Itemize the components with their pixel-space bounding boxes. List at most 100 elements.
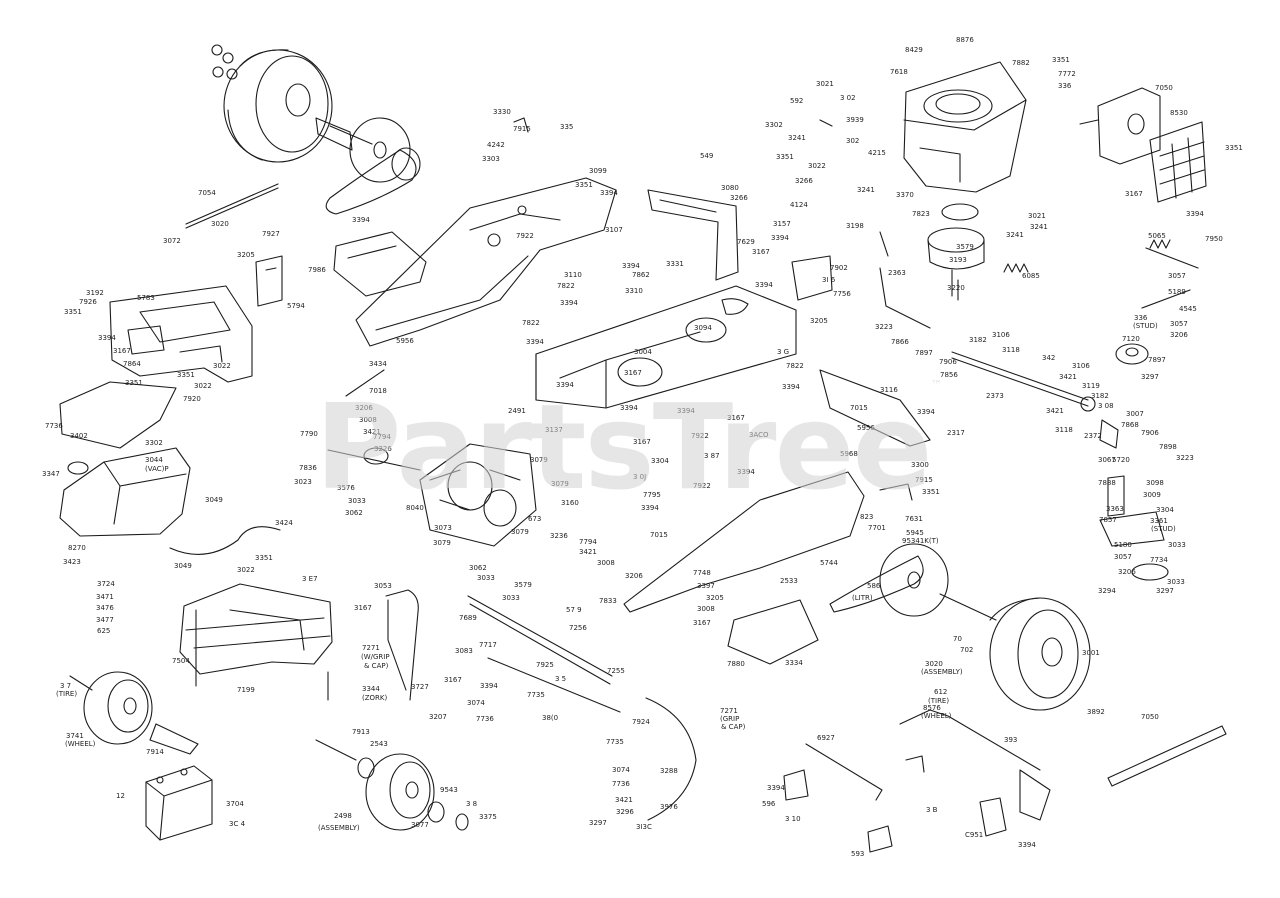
steering-rod-3198 <box>879 231 889 257</box>
callout-label: (TIRE) <box>928 697 949 705</box>
main-deck-2491 <box>535 285 797 409</box>
callout-label: 3137 <box>545 426 563 434</box>
callout-label: 7255 <box>607 667 625 675</box>
callout-label: 3241 <box>1030 223 1048 231</box>
callout-label: 3079 <box>551 480 569 488</box>
callout-label: 3236 <box>550 532 568 540</box>
callout-label: 3423 <box>63 558 81 566</box>
transaxle <box>327 369 537 547</box>
grip-cable-7271 <box>645 697 697 821</box>
side-frame-5956 <box>355 177 617 347</box>
fuel-line-3424 <box>169 526 281 555</box>
callout-label: 7920 <box>183 395 201 403</box>
callout-label: 4242 <box>487 141 505 149</box>
callout-label: 3106 <box>992 331 1010 339</box>
muffler-7050 <box>1079 87 1161 165</box>
shaft-7256 <box>467 595 613 685</box>
callout-label: 549 <box>700 152 713 160</box>
callout-label: 3192 <box>86 289 104 297</box>
callout-label: 3579 <box>514 581 532 589</box>
callout-label: 3297 <box>1156 587 1174 595</box>
callout-label: 3079 <box>433 539 451 547</box>
callout-label: 7736 <box>612 780 630 788</box>
callout-label: 3300 <box>911 461 929 469</box>
callout-label: 3394 <box>620 404 638 412</box>
callout-label: 5794 <box>287 302 305 310</box>
callout-label: 3939 <box>846 116 864 124</box>
callout-label: 7015 <box>650 531 668 539</box>
callout-label: 3394 <box>560 299 578 307</box>
callout-label: 3476 <box>96 604 114 612</box>
callout-label: 3303 <box>482 155 500 163</box>
engine <box>903 61 1027 297</box>
callout-label: 3394 <box>737 468 755 476</box>
callout-label: 3241 <box>788 134 806 142</box>
callout-label: 7794 <box>373 433 391 441</box>
callout-label: 3351 <box>177 371 195 379</box>
rear-wheel-bottom <box>315 739 469 831</box>
callout-label: 7836 <box>299 464 317 472</box>
callout-label: 3206 <box>625 572 643 580</box>
fuel-tank-3044 <box>59 447 191 537</box>
callout-label: 5065 <box>1148 232 1166 240</box>
callout-label: 8040 <box>406 504 424 512</box>
callout-label: 7926 <box>79 298 97 306</box>
callout-label: 7689 <box>459 614 477 622</box>
callout-label: 3344 <box>362 685 380 693</box>
callout-label: 7822 <box>786 362 804 370</box>
callout-label: 5744 <box>820 559 838 567</box>
callout-label: 7748 <box>693 569 711 577</box>
callout-label: 7018 <box>369 387 387 395</box>
callout-label: 3206 <box>1170 331 1188 339</box>
callout-label: 3009 <box>1143 491 1161 499</box>
wheel-hub-7734 <box>1131 563 1169 581</box>
callout-label: 3022 <box>213 362 231 370</box>
callout-label: 3167 <box>693 619 711 627</box>
callout-label: 7823 <box>912 210 930 218</box>
callout-label: 3394 <box>98 334 116 342</box>
callout-label: 3394 <box>782 383 800 391</box>
callout-label: 3167 <box>444 676 462 684</box>
callout-label: 7822 <box>557 282 575 290</box>
callout-label: 3394 <box>600 189 618 197</box>
battery-12 <box>145 765 213 841</box>
callout-label: 3094 <box>694 324 712 332</box>
callout-label: (VAC)P <box>145 465 169 473</box>
callout-label: 3 G <box>777 348 789 356</box>
callout-label: 3ACO <box>749 431 769 439</box>
callout-label: 7736 <box>45 422 63 430</box>
callout-label: 7199 <box>237 686 255 694</box>
callout-label: 3 02 <box>840 94 856 102</box>
callout-label: C951 <box>965 831 983 839</box>
callout-label: (WHEEL) <box>65 740 96 748</box>
callout-label: 3110 <box>564 271 582 279</box>
callout-label: 3394 <box>641 504 659 512</box>
callout-label: 3079 <box>511 528 529 536</box>
callout-label: 3067 <box>1098 456 1116 464</box>
callout-label: 3241 <box>1006 231 1024 239</box>
rear-wheel-right <box>989 597 1091 711</box>
callout-label: 3167 <box>354 604 372 612</box>
callout-label: 3 5 <box>555 675 566 683</box>
callout-label: 3099 <box>589 167 607 175</box>
callout-label: 3223 <box>875 323 893 331</box>
callout-label: 3351 <box>776 153 794 161</box>
callout-label: 3033 <box>1167 578 1185 586</box>
callout-label: 7898 <box>1159 443 1177 451</box>
callout-label: & CAP) <box>721 723 746 731</box>
callout-label: 3704 <box>226 800 244 808</box>
callout-label: 7922 <box>516 232 534 240</box>
callout-label: 3370 <box>896 191 914 199</box>
callout-label: 3304 <box>651 457 669 465</box>
callout-label: 7882 <box>1012 59 1030 67</box>
callout-label: 7927 <box>262 230 280 238</box>
callout-label: 3167 <box>752 248 770 256</box>
callout-label: 3083 <box>455 647 473 655</box>
callout-label: 7950 <box>1205 235 1223 243</box>
callout-label: 3033 <box>502 594 520 602</box>
callout-label: 3160 <box>561 499 579 507</box>
spindle-7888 <box>1107 475 1125 517</box>
callout-label: 7795 <box>643 491 661 499</box>
